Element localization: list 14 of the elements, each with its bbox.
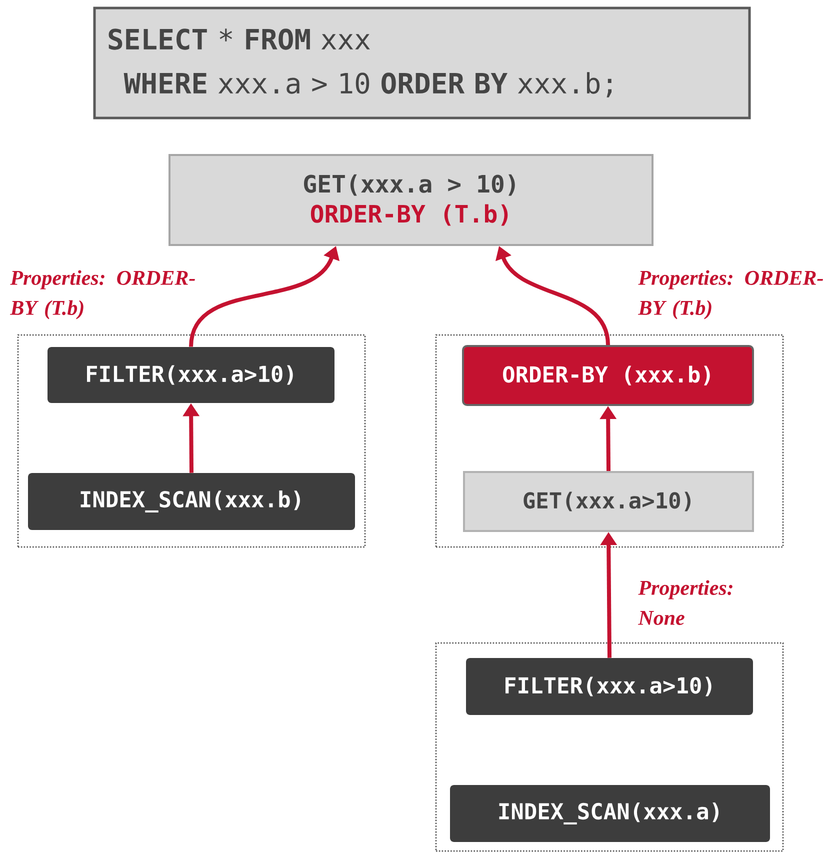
operator-box: FILTER(xxx.a>10) — [466, 658, 753, 715]
properties-label: Properties: None — [638, 580, 732, 625]
properties-label: Properties: ORDER-BY (T.b) — [638, 270, 823, 320]
operator-box: INDEX_SCAN(xxx.b) — [28, 473, 355, 530]
dotted-group-box — [435, 642, 784, 852]
properties-label: Properties: ORDER-BY (T.b) — [10, 270, 195, 320]
operator-box: FILTER(xxx.a>10) — [48, 347, 334, 403]
operator-box: GET(xxx.a>10) — [463, 471, 754, 532]
dotted-group-box — [435, 334, 784, 548]
dotted-group-box — [17, 334, 366, 548]
plan-node-box: GET(xxx.a > 10) ORDER-BY (T.b) — [168, 154, 654, 246]
operator-box: INDEX_SCAN(xxx.a) — [450, 785, 770, 842]
operator-box: ORDER-BY (xxx.b) — [462, 345, 754, 406]
sql-query-box: SELECT* FROM xxx WHERE xxx.a > 10 ORDER BY xxx.b; — [93, 6, 751, 120]
